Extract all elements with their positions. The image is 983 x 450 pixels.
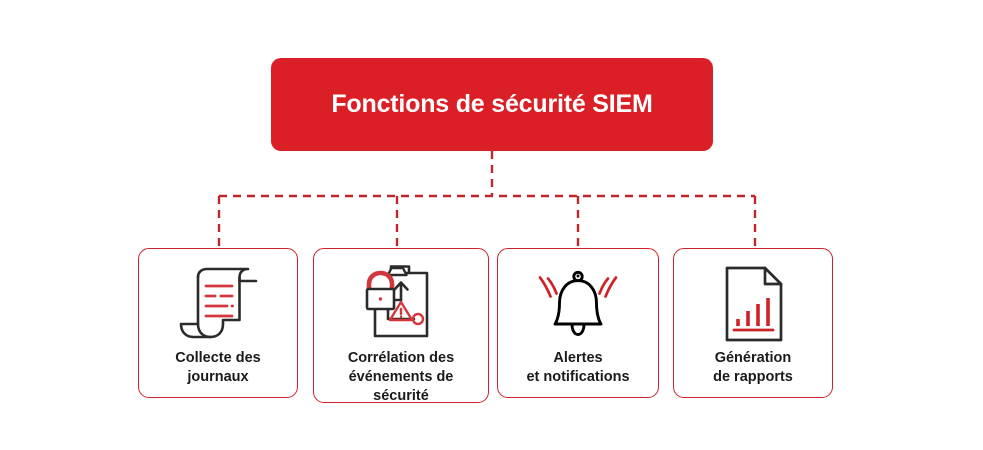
lock-clipboard-alert-icon bbox=[358, 265, 444, 343]
card-generation-de-rapports[interactable]: Génération de rapports bbox=[673, 248, 833, 398]
report-chart-document-icon bbox=[713, 265, 793, 343]
card-collecte-des-journaux[interactable]: Collecte des journaux bbox=[138, 248, 298, 398]
card-alertes-et-notifications[interactable]: Alertes et notifications bbox=[497, 248, 659, 398]
card-label: Alertes et notifications bbox=[526, 350, 630, 385]
card-label: Collecte des journaux bbox=[175, 350, 261, 385]
card-correlation-des-evenements-de-securite[interactable]: Corrélation des événements de sécurité bbox=[313, 248, 489, 404]
page-title: Fonctions de sécurité SIEM bbox=[331, 89, 653, 118]
scroll-document-icon bbox=[172, 265, 264, 343]
diagram-title-box: Fonctions de sécurité SIEM bbox=[271, 58, 713, 151]
ringing-bell-icon bbox=[531, 265, 625, 343]
card-label: Génération de rapports bbox=[713, 350, 793, 385]
card-label: Corrélation des événements de sécurité bbox=[347, 350, 455, 404]
